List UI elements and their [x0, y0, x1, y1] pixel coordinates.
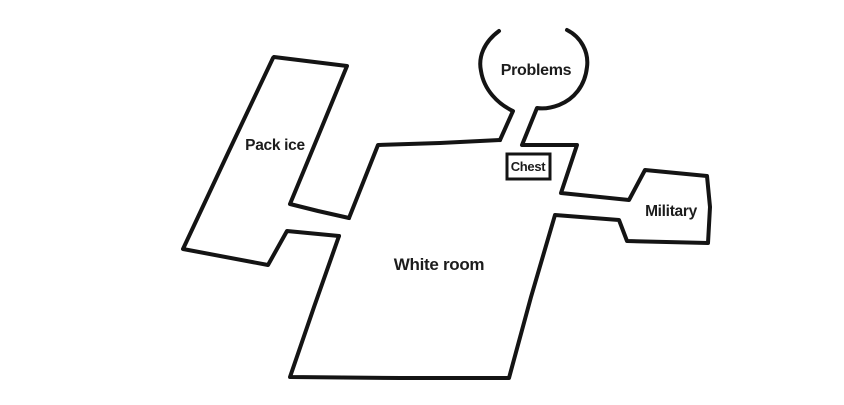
- military-label: Military: [645, 203, 698, 220]
- pack-ice-upper-wall: [272, 55, 351, 220]
- chest-box: [505, 152, 552, 181]
- pack-ice-lower-wall: [181, 56, 341, 267]
- white-room-label: White room: [394, 255, 485, 274]
- problems-label: Problems: [501, 62, 572, 79]
- problems-military-white-room-wall: [288, 28, 712, 380]
- pack-ice-label: Pack ice: [245, 137, 305, 154]
- white-room-upper-left-wall: [347, 138, 502, 220]
- problems-left-wall: [478, 29, 515, 142]
- chest-label: Chest: [511, 159, 547, 174]
